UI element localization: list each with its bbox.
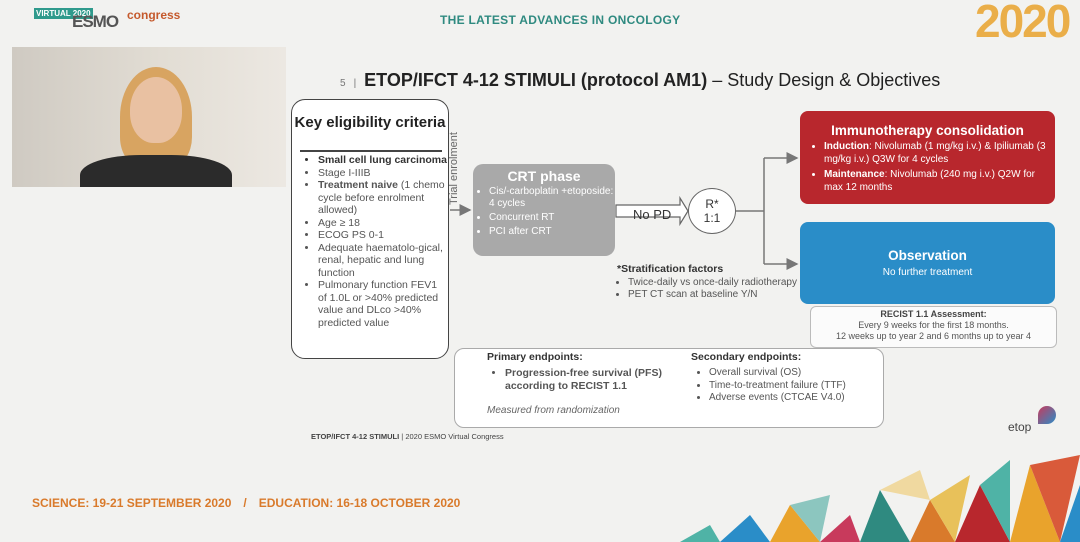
slide-title-rest: – Study Design & Objectives — [707, 70, 941, 90]
education-dates: EDUCATION: 16-18 OCTOBER 2020 — [258, 496, 461, 510]
list-item: Cis/-carboplatin +etoposide: 4 cycles — [489, 186, 615, 210]
recist-line-2: 12 weeks up to year 2 and 6 months up to… — [835, 331, 1032, 341]
endpoints-box: Primary endpoints: Progression-free surv… — [454, 348, 884, 428]
immunotherapy-title: Immunotherapy consolidation — [831, 123, 1024, 138]
randomization-label: R* — [705, 197, 719, 211]
year-badge: 2020 — [975, 0, 1071, 47]
slide-number: 5 — [340, 78, 346, 89]
primary-endpoints-title: Primary endpoints: — [487, 351, 583, 363]
science-dates: SCIENCE: 19-21 SEPTEMBER 2020 — [32, 496, 232, 510]
eligibility-divider — [300, 150, 442, 152]
recist-title: RECIST 1.1 Assessment: — [880, 309, 987, 319]
list-item: Stage I-IIIB — [318, 167, 448, 180]
list-item: PET CT scan at baseline Y/N — [628, 289, 803, 301]
eligibility-list: Small cell lung carcinoma Stage I-IIIB T… — [300, 154, 448, 329]
crt-phase-title: CRT phase — [507, 168, 581, 184]
recist-line-1: Every 9 weeks for the first 18 months. — [858, 320, 1009, 330]
observation-arm-box: Observation No further treatment — [800, 222, 1055, 304]
immunotherapy-arm-box: Immunotherapy consolidation Induction: N… — [800, 111, 1055, 204]
list-item: Induction: Nivolumab (1 mg/kg i.v.) & Ip… — [824, 141, 1049, 166]
list-item: Small cell lung carcinoma — [318, 154, 448, 167]
stratification-list: Twice-daily vs once-daily radiotherapy P… — [612, 277, 803, 301]
trial-enrolment-label: Trial enrolment — [448, 132, 460, 205]
recist-box: RECIST 1.1 Assessment: Every 9 weeks for… — [810, 306, 1057, 348]
esmo-logo: VIRTUAL 2020 ESMO congress — [34, 8, 180, 31]
list-item: ECOG PS 0-1 — [318, 229, 448, 242]
list-item: Time-to-treatment failure (TTF) — [709, 380, 846, 393]
decorative-triangle-mosaic — [680, 455, 1080, 542]
slide-title: 5|ETOP/IFCT 4-12 STIMULI (protocol AM1) … — [340, 70, 941, 90]
list-item: Progression-free survival (PFS) accordin… — [505, 367, 705, 392]
randomization-node: R* 1:1 — [688, 188, 736, 234]
logo-virtual-label: VIRTUAL 2020 — [34, 8, 93, 19]
secondary-endpoints-title: Secondary endpoints: — [691, 351, 802, 363]
observation-subtitle: No further treatment — [882, 267, 973, 278]
slide-footer: ETOP/IFCT 4-12 STIMULI | 2020 ESMO Virtu… — [311, 432, 504, 441]
no-pd-label: No PD — [633, 207, 672, 222]
presenter-face — [130, 77, 182, 143]
randomization-ratio: 1:1 — [703, 211, 721, 225]
eligibility-box: Key eligibility criteria Small cell lung… — [291, 99, 449, 359]
logo-esmo-label: ESMO — [72, 12, 119, 31]
crt-phase-box: CRT phase Cis/-carboplatin +etoposide: 4… — [473, 164, 615, 256]
etop-logo-icon — [1038, 406, 1056, 424]
presenter-body — [80, 155, 232, 187]
list-item: Pulmonary function FEV1 of 1.0L or >40% … — [318, 279, 448, 329]
list-item: Twice-daily vs once-daily radiotherapy — [628, 277, 803, 289]
header-tagline: THE LATEST ADVANCES IN ONCOLOGY — [440, 13, 681, 27]
logo-congress-label: congress — [127, 8, 181, 22]
list-item: Adverse events (CTCAE V4.0) — [709, 392, 846, 405]
list-item: Concurrent RT — [489, 212, 615, 224]
secondary-endpoints-list: Overall survival (OS) Time-to-treatment … — [693, 367, 846, 405]
immunotherapy-list: Induction: Nivolumab (1 mg/kg i.v.) & Ip… — [814, 141, 1049, 197]
list-item: Age ≥ 18 — [318, 217, 448, 230]
observation-title: Observation — [888, 248, 967, 263]
stratification-title: *Stratification factors — [617, 263, 724, 275]
crt-phase-list: Cis/-carboplatin +etoposide: 4 cycles Co… — [479, 186, 615, 240]
primary-endpoints-list: Progression-free survival (PFS) accordin… — [489, 367, 705, 392]
list-item: PCI after CRT — [489, 226, 615, 238]
list-item: Adequate haematolo-gical, renal, hepatic… — [318, 242, 448, 280]
list-item: Treatment naive (1 chemo cycle before en… — [318, 179, 448, 217]
primary-endpoints-note: Measured from randomization — [487, 405, 620, 416]
presenter-webcam — [12, 47, 286, 187]
slide-title-bold: ETOP/IFCT 4-12 STIMULI (protocol AM1) — [364, 70, 708, 90]
etop-logo: etop — [1008, 406, 1068, 438]
congress-dates: SCIENCE: 19-21 SEPTEMBER 2020 / EDUCATION:… — [32, 496, 460, 510]
etop-logo-label: etop — [1008, 420, 1032, 434]
dates-separator: / — [243, 496, 247, 510]
list-item: Overall survival (OS) — [709, 367, 846, 380]
eligibility-title: Key eligibility criteria — [294, 114, 446, 131]
list-item: Maintenance: Nivolumab (240 mg i.v.) Q2W… — [824, 169, 1049, 194]
